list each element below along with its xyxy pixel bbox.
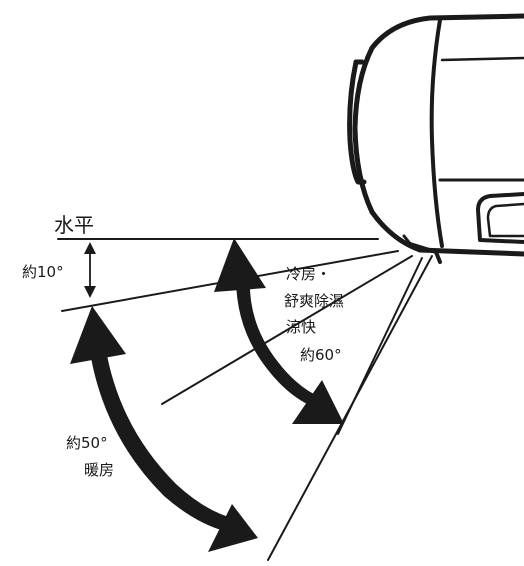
heating-range-arrow: [70, 306, 258, 552]
cooling-arrowhead-top: [214, 238, 266, 292]
unit-side-vent: [347, 59, 367, 185]
unit-top-seam: [440, 56, 524, 62]
ten-degree-arrowhead-down: [84, 286, 96, 298]
label-approx-10: 約10°: [22, 263, 64, 281]
cooling-arrowhead-bottom: [292, 380, 344, 424]
unit-louver-tip: [402, 234, 414, 248]
reference-lines: [57, 238, 433, 561]
heating-arrowhead-bottom: [208, 504, 258, 552]
outer-sweep-line: [267, 255, 433, 561]
unit-housing: [352, 13, 524, 257]
label-horizontal: 水平: [54, 213, 94, 237]
cooling-range-arrow: [214, 238, 344, 424]
unit-front-panel: [429, 18, 444, 248]
mid-sweep-line: [161, 255, 413, 405]
label-cooling-line1: 冷房・: [286, 265, 331, 283]
ten-degree-arrowhead-up: [84, 242, 96, 254]
ten-degree-indicator: [84, 242, 96, 298]
label-cooling-line3: 涼快: [286, 318, 316, 336]
label-approx-50: 約50°: [66, 434, 108, 452]
heating-arrowhead-top: [70, 306, 126, 364]
unit-outlet-recess: [476, 192, 524, 244]
unit-louver: [408, 242, 442, 264]
label-approx-60: 約60°: [300, 346, 342, 364]
heating-arrow-band: [90, 350, 232, 532]
unit-outlet-inner: [486, 202, 524, 238]
label-cooling-line2: 舒爽除濕: [284, 292, 344, 310]
label-heating: 暖房: [84, 461, 114, 479]
air-conditioner-unit: [347, 13, 524, 264]
